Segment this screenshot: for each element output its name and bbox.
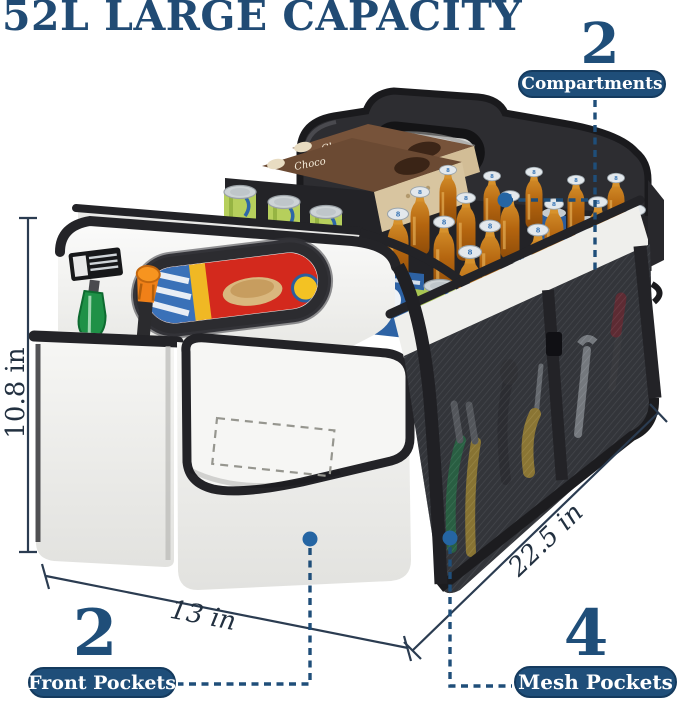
beer-bottle xyxy=(543,197,565,269)
dimension-lines xyxy=(19,216,668,662)
beer-bottle xyxy=(455,191,477,263)
beer-bottle xyxy=(456,243,484,330)
mesh-tools xyxy=(445,292,627,557)
beer-bottle xyxy=(566,173,586,238)
beer-bottle xyxy=(587,195,609,267)
rear-carry-handle xyxy=(371,121,485,177)
compartment-interior xyxy=(225,178,648,310)
front-pockets-badge: Front Pockets xyxy=(28,667,176,698)
beer-bottle xyxy=(524,165,544,230)
page-title: 52L LARGE CAPACITY xyxy=(2,0,523,40)
compartments-badge: Compartments xyxy=(518,70,666,98)
beer-bottle xyxy=(560,253,588,340)
snacks-in-window xyxy=(143,249,321,327)
mesh-divider-strap xyxy=(542,289,568,481)
front-pockets-count: 2 xyxy=(72,596,118,671)
width-dimension-label: 13 in xyxy=(167,594,239,638)
front-tools xyxy=(68,247,161,347)
razor xyxy=(68,247,123,340)
front-pockets xyxy=(28,330,415,590)
corner-piping xyxy=(392,262,448,585)
flap-stitch-window xyxy=(211,416,336,478)
compartment-divider xyxy=(72,204,482,300)
beer-bottle xyxy=(477,218,503,297)
callout-dots xyxy=(302,192,513,547)
mesh-pockets-badge: Mesh Pockets xyxy=(514,666,677,698)
height-dimension-label: 10.8 in xyxy=(1,347,31,439)
beer-bottle xyxy=(573,226,599,305)
blue-cans xyxy=(542,208,600,252)
callout-connectors xyxy=(178,100,597,688)
beer-bottle xyxy=(431,214,457,293)
beer-bottle xyxy=(508,249,536,336)
beer-bottle xyxy=(482,169,502,234)
chocolate-boxes: Choco Choco xyxy=(262,124,480,232)
side-mesh-panel xyxy=(385,180,664,594)
flap-front-pocket xyxy=(177,333,415,590)
beer-bottle xyxy=(615,230,641,309)
beer-bottle xyxy=(385,206,411,285)
length-dimension-label: 22.5 in xyxy=(502,497,590,583)
beer-bottle xyxy=(499,189,521,261)
beer-bottle xyxy=(525,222,551,301)
side-hook xyxy=(650,281,663,305)
svg-text:Choco: Choco xyxy=(293,156,326,173)
beer-bottle xyxy=(625,203,647,275)
rear-panel xyxy=(296,87,652,299)
front-compartment-contents xyxy=(330,250,496,344)
canned-drinks xyxy=(222,183,600,252)
beer-bottles xyxy=(385,163,647,340)
orange-screwdriver xyxy=(135,265,161,347)
beer-bottle xyxy=(438,163,458,228)
svg-text:Choco: Choco xyxy=(320,138,353,155)
front-handle-window xyxy=(130,237,334,339)
beer-bottle xyxy=(606,171,626,236)
mesh-pockets-count: 4 xyxy=(563,596,609,671)
beer-bottle xyxy=(409,185,431,257)
front-panel xyxy=(55,215,401,350)
compartments-count: 2 xyxy=(580,11,620,77)
open-front-pocket xyxy=(28,330,184,567)
